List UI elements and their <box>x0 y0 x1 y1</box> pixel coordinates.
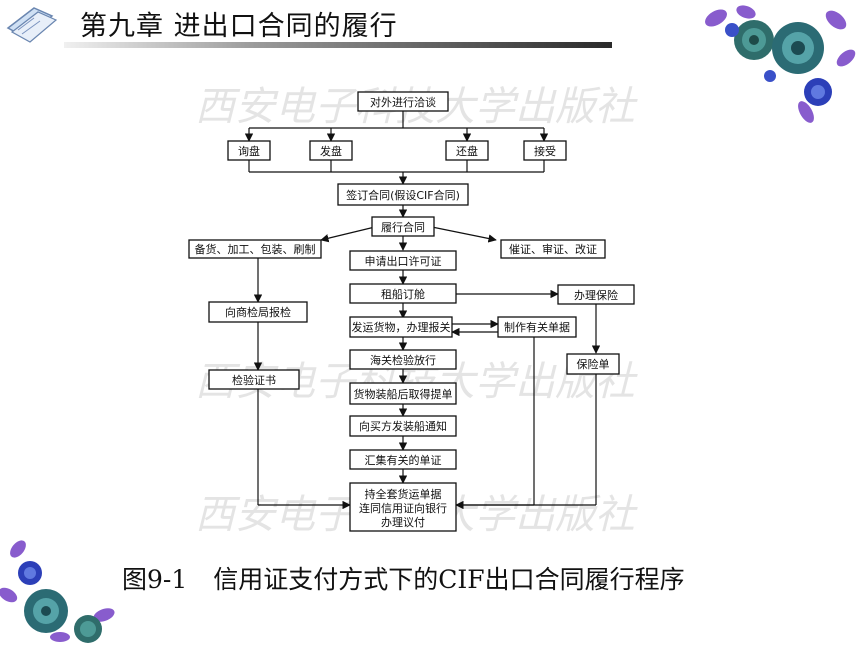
node-ship-customs: 发运货物，办理报关 <box>352 320 451 334</box>
chapter-title: 第九章 进出口合同的履行 <box>80 11 398 42</box>
node-final-line-1: 持全套货运单据 <box>365 487 442 501</box>
figure-caption: 图9-1 信用证支付方式下的CIF出口合同履行程序 <box>122 560 685 596</box>
figure-title: 信用证支付方式下的CIF出口合同履行程序 <box>213 565 685 594</box>
node-inspection-apply: 向商检局报检 <box>225 305 291 319</box>
node-inquiry: 询盘 <box>238 144 260 158</box>
node-final-line-3: 办理议付 <box>381 516 425 529</box>
node-inspection-cert: 检验证书 <box>232 373 276 387</box>
flower-decoration-bottom-icon <box>0 540 115 643</box>
node-offer: 发盘 <box>320 144 342 158</box>
node-prepare-goods: 备货、加工、包装、刷制 <box>195 242 316 256</box>
node-negotiate: 对外进行洽谈 <box>370 95 436 109</box>
figure-number: 图9-1 <box>122 565 188 594</box>
node-insurance-policy: 保险单 <box>577 357 610 371</box>
node-lc-check: 催证、审证、改证 <box>509 242 597 256</box>
title-underline <box>64 42 612 48</box>
node-sign-contract: 签订合同(假设CIF合同) <box>346 188 460 202</box>
node-export-license: 申请出口许可证 <box>365 254 442 268</box>
node-final-line-2: 连同信用证向银行 <box>359 501 447 515</box>
node-counter-offer: 还盘 <box>456 144 478 158</box>
node-perform-contract: 履行合同 <box>381 220 425 234</box>
node-customs-release: 海关检验放行 <box>370 353 436 367</box>
node-documents: 制作有关单据 <box>504 320 570 334</box>
flower-decoration-icon <box>705 5 856 123</box>
node-bill-of-lading: 货物装船后取得提单 <box>354 387 453 401</box>
book-logo-icon <box>6 7 58 43</box>
node-shipping-notice: 向买方发装船通知 <box>359 419 447 433</box>
node-insurance: 办理保险 <box>574 288 618 302</box>
node-acceptance: 接受 <box>534 145 556 158</box>
node-collect-docs: 汇集有关的单证 <box>365 453 442 467</box>
node-charter-ship: 租船订舱 <box>381 287 425 301</box>
